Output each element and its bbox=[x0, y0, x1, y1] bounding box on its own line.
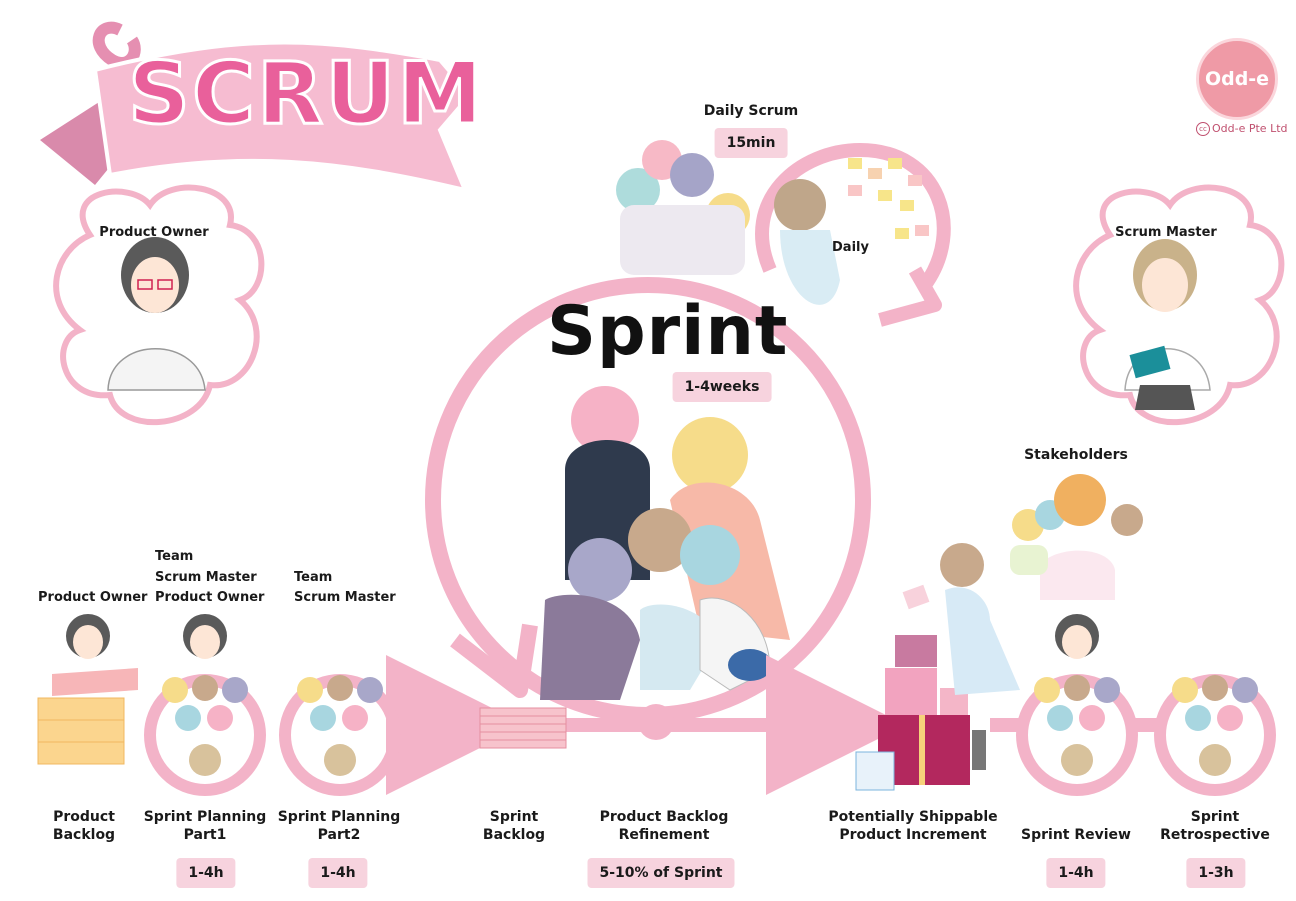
planning1-role-team: Team bbox=[155, 549, 194, 564]
daily-scrum-duration-badge: 15min bbox=[714, 128, 788, 158]
stage-name-line: Part2 bbox=[317, 827, 361, 843]
planning2-role-team: Team bbox=[294, 570, 333, 585]
stage-name-line: Sprint Planning bbox=[277, 809, 401, 825]
daily-scrum-loop bbox=[755, 142, 951, 327]
stage-name-line: Retrospective bbox=[1160, 827, 1270, 843]
stakeholders-label: Stakeholders bbox=[1024, 447, 1128, 463]
stage-backlog-refinement: Product Backlog Refinement bbox=[600, 808, 729, 844]
stage-name-line: Refinement bbox=[618, 827, 710, 843]
daily-team-figures-icon bbox=[616, 140, 840, 305]
sprint-title: Sprint bbox=[547, 292, 789, 371]
stage-product-backlog: Product Backlog bbox=[53, 808, 115, 844]
planning1-role-scrum-master: Scrum Master bbox=[155, 570, 257, 585]
cloud-frame-icon bbox=[1073, 184, 1285, 426]
gift-box-icon bbox=[855, 584, 970, 791]
stage-sprint-planning-2: Sprint Planning Part2 bbox=[278, 808, 401, 844]
copyright-text: Odd-e Pte Ltd bbox=[1212, 122, 1288, 135]
stage-product-increment: Potentially Shippable Product Increment bbox=[828, 808, 997, 844]
stage-name-line: Product bbox=[53, 809, 115, 825]
stage-name-line: Backlog bbox=[52, 827, 116, 843]
retrospective-time-badge: 1-3h bbox=[1186, 858, 1246, 888]
daily-board-label: Daily bbox=[832, 240, 869, 255]
planning1-time-badge: 1-4h bbox=[176, 858, 236, 888]
sticky-note-icon bbox=[848, 158, 929, 239]
stage-name-line: Potentially Shippable bbox=[828, 809, 998, 825]
stage-name-line: Backlog bbox=[482, 827, 546, 843]
team-faces-icon bbox=[162, 614, 1258, 776]
page-title: SCRUM bbox=[127, 43, 485, 146]
scrum-master-figure-icon bbox=[1124, 239, 1211, 410]
refinement-time-badge: 5-10% of Sprint bbox=[587, 858, 735, 888]
stakeholders-figures-icon bbox=[1010, 474, 1143, 600]
stage-name-line: Product Increment bbox=[839, 827, 987, 843]
stage-sprint-backlog: Sprint Backlog bbox=[483, 808, 545, 844]
stage-sprint-planning-1: Sprint Planning Part1 bbox=[144, 808, 267, 844]
stage-name-line: Sprint Planning bbox=[143, 809, 267, 825]
daily-scrum-label: Daily Scrum bbox=[703, 103, 799, 119]
stage-sprint-retrospective: Sprint Retrospective bbox=[1160, 808, 1270, 844]
stage-name-line: Part1 bbox=[183, 827, 227, 843]
planning2-time-badge: 1-4h bbox=[308, 858, 368, 888]
product-backlog-boxes-icon bbox=[37, 614, 138, 765]
sprint-backlog-stack-icon bbox=[479, 707, 567, 749]
sprint-duration-badge: 1-4weeks bbox=[672, 372, 772, 402]
product-owner-figure-icon bbox=[107, 237, 206, 391]
planning2-role-scrum-master: Scrum Master bbox=[294, 590, 396, 605]
cc-icon: cc bbox=[1196, 122, 1210, 136]
stage-name-line: Sprint bbox=[1190, 809, 1240, 825]
stage-name-line: Sprint Review bbox=[1021, 827, 1131, 843]
stage-sprint-review: Sprint Review bbox=[1021, 808, 1131, 844]
planning1-role-product-owner: Product Owner bbox=[155, 590, 265, 605]
scrum-master-role-label: Scrum Master bbox=[1115, 225, 1217, 240]
cloud-frame-icon bbox=[53, 184, 265, 426]
product-owner-role-label: Product Owner bbox=[99, 225, 209, 240]
stage-name-line bbox=[1021, 808, 1131, 826]
delivery-figure-icon bbox=[940, 543, 1020, 770]
sprint-team-figures-icon bbox=[540, 386, 790, 700]
odd-e-logo: Odd-e bbox=[1196, 38, 1278, 120]
ribbon-banner-icon bbox=[40, 21, 473, 193]
stage-name-line: Sprint bbox=[489, 809, 539, 825]
product-owner-label: Product Owner bbox=[38, 590, 148, 605]
review-time-badge: 1-4h bbox=[1046, 858, 1106, 888]
stage-name-line: Product Backlog bbox=[599, 809, 729, 825]
